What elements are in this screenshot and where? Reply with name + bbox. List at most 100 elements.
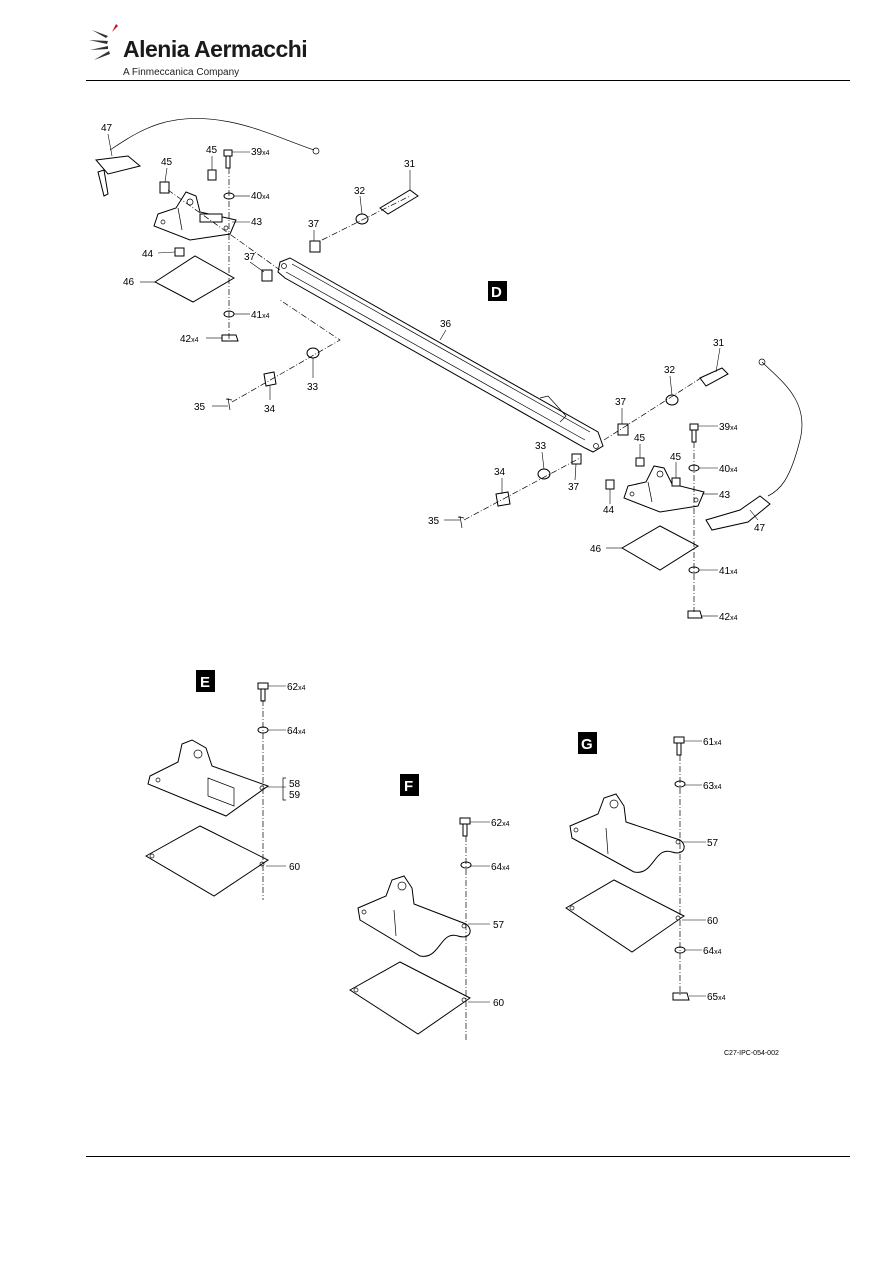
callout: 47	[754, 523, 766, 534]
callout-qty: x4	[502, 821, 510, 828]
callout: 37	[568, 482, 580, 493]
callout: 31	[404, 159, 416, 170]
pad-60-e	[144, 825, 269, 897]
pad-46-right	[621, 525, 699, 571]
callout: 39x4	[719, 422, 738, 433]
washer-32-left	[355, 213, 369, 225]
view-e-letter: E	[200, 674, 210, 691]
bracket-57-f	[357, 875, 471, 957]
callout-number: 61	[703, 737, 715, 748]
view-f: F 62x4 64 x4 57 60	[349, 774, 510, 1042]
callout: 32	[354, 186, 366, 197]
callout: 64x4	[703, 946, 722, 957]
callout-qty: x4	[298, 685, 306, 692]
pad-60-f	[349, 961, 471, 1035]
callout: 33	[307, 382, 319, 393]
view-d-marker	[488, 281, 507, 301]
callout: 45	[161, 157, 173, 168]
bushing-37-right-b	[571, 453, 582, 465]
callout: 43	[719, 490, 731, 501]
strut-part-36	[277, 257, 604, 453]
view-d-callouts: 47 45 45 39x4 40x4 43 44 46 41x4 42x4 35…	[101, 123, 766, 623]
bolt-61-head-g	[673, 736, 685, 744]
view-d-letter: D	[491, 284, 502, 301]
callout-qty: x4	[714, 949, 722, 956]
bolt-62-head-f	[459, 817, 471, 825]
header-rule	[86, 80, 850, 81]
figure-reference: C27-IPC-054-002	[724, 1050, 779, 1057]
callout: 62x4	[287, 682, 306, 693]
alenia-swirl-icon	[89, 24, 118, 60]
bushing-37-left-a	[261, 269, 273, 282]
view-d-leaders	[107, 133, 759, 617]
callout: 44	[142, 249, 154, 260]
callout: 57	[493, 920, 505, 931]
bushing-45-right-a	[635, 457, 645, 467]
callout: 63x4	[703, 781, 722, 792]
callout: 35	[428, 516, 440, 527]
callout-qty: x4	[730, 425, 738, 432]
bracket-57-g	[569, 793, 685, 873]
callout: 62x4	[491, 818, 510, 829]
callout-qty: x4	[718, 995, 726, 1002]
company-name: Alenia Aermacchi	[123, 36, 308, 62]
callout: 57	[707, 838, 719, 849]
bushing-44-right	[605, 479, 615, 490]
callout: 60	[493, 998, 505, 1009]
bushing-45-left-b	[207, 169, 217, 181]
view-d: D	[95, 118, 803, 623]
callout: 65x4	[707, 992, 726, 1003]
bolt-39-head-right	[689, 423, 699, 431]
callout: 60	[707, 916, 719, 927]
callout: 32	[664, 365, 676, 376]
nut-42-right	[687, 610, 703, 619]
nut-34-left	[263, 371, 277, 387]
callout: 42x4	[719, 612, 738, 623]
callout: 33	[535, 441, 547, 452]
footer-rule	[86, 1156, 850, 1157]
callout: 37	[244, 252, 256, 263]
view-g-marker	[578, 732, 597, 754]
callout-qty: x4	[262, 194, 270, 201]
callout-qty: x4	[714, 784, 722, 791]
callout-number: 64	[491, 862, 503, 873]
callout-number: 42	[180, 334, 192, 345]
bolt-39-head-left	[223, 149, 233, 157]
bolt-62-head-e	[257, 682, 269, 690]
bolt-31-right	[699, 367, 729, 387]
callout-qty: x4	[191, 337, 199, 344]
view-f-letter: F	[404, 778, 413, 795]
callout: 35	[194, 402, 206, 413]
callout-number: 41	[719, 566, 731, 577]
callout-number: 64	[287, 726, 299, 737]
bolt-31-left	[379, 189, 419, 215]
callout: 44	[603, 505, 615, 516]
callout-number: 39	[719, 422, 731, 433]
callout: 46	[590, 544, 602, 555]
callout-number: 39	[251, 147, 263, 158]
bushing-45-right-b	[671, 477, 681, 487]
callout: 41x4	[251, 310, 270, 321]
callout: 34	[264, 404, 276, 415]
callout-qty: x4	[714, 740, 722, 747]
bushing-37-left-b	[309, 240, 321, 253]
callout-number: 63	[703, 781, 715, 792]
callout-number: 62	[491, 818, 503, 829]
view-f-marker	[400, 774, 419, 796]
view-e-marker	[196, 670, 215, 692]
callout-qty: x4	[730, 615, 738, 622]
nut-65-g	[672, 992, 690, 1001]
callout: 39x4	[251, 147, 270, 158]
bracket-43-right	[623, 465, 705, 513]
callout: 40x4	[251, 191, 270, 202]
callout: 40x4	[719, 464, 738, 475]
callout-number: 41	[251, 310, 263, 321]
clamp-47-left	[95, 155, 142, 197]
pin-35-right	[457, 515, 465, 529]
bushing-44-left	[174, 247, 185, 257]
company-tagline: A Finmeccanica Company	[123, 67, 240, 78]
view-g: G 61x4 63x4 57 60 64x4 65x4	[565, 732, 726, 1003]
pin-35-left	[225, 397, 233, 411]
callout: 59	[289, 790, 301, 801]
